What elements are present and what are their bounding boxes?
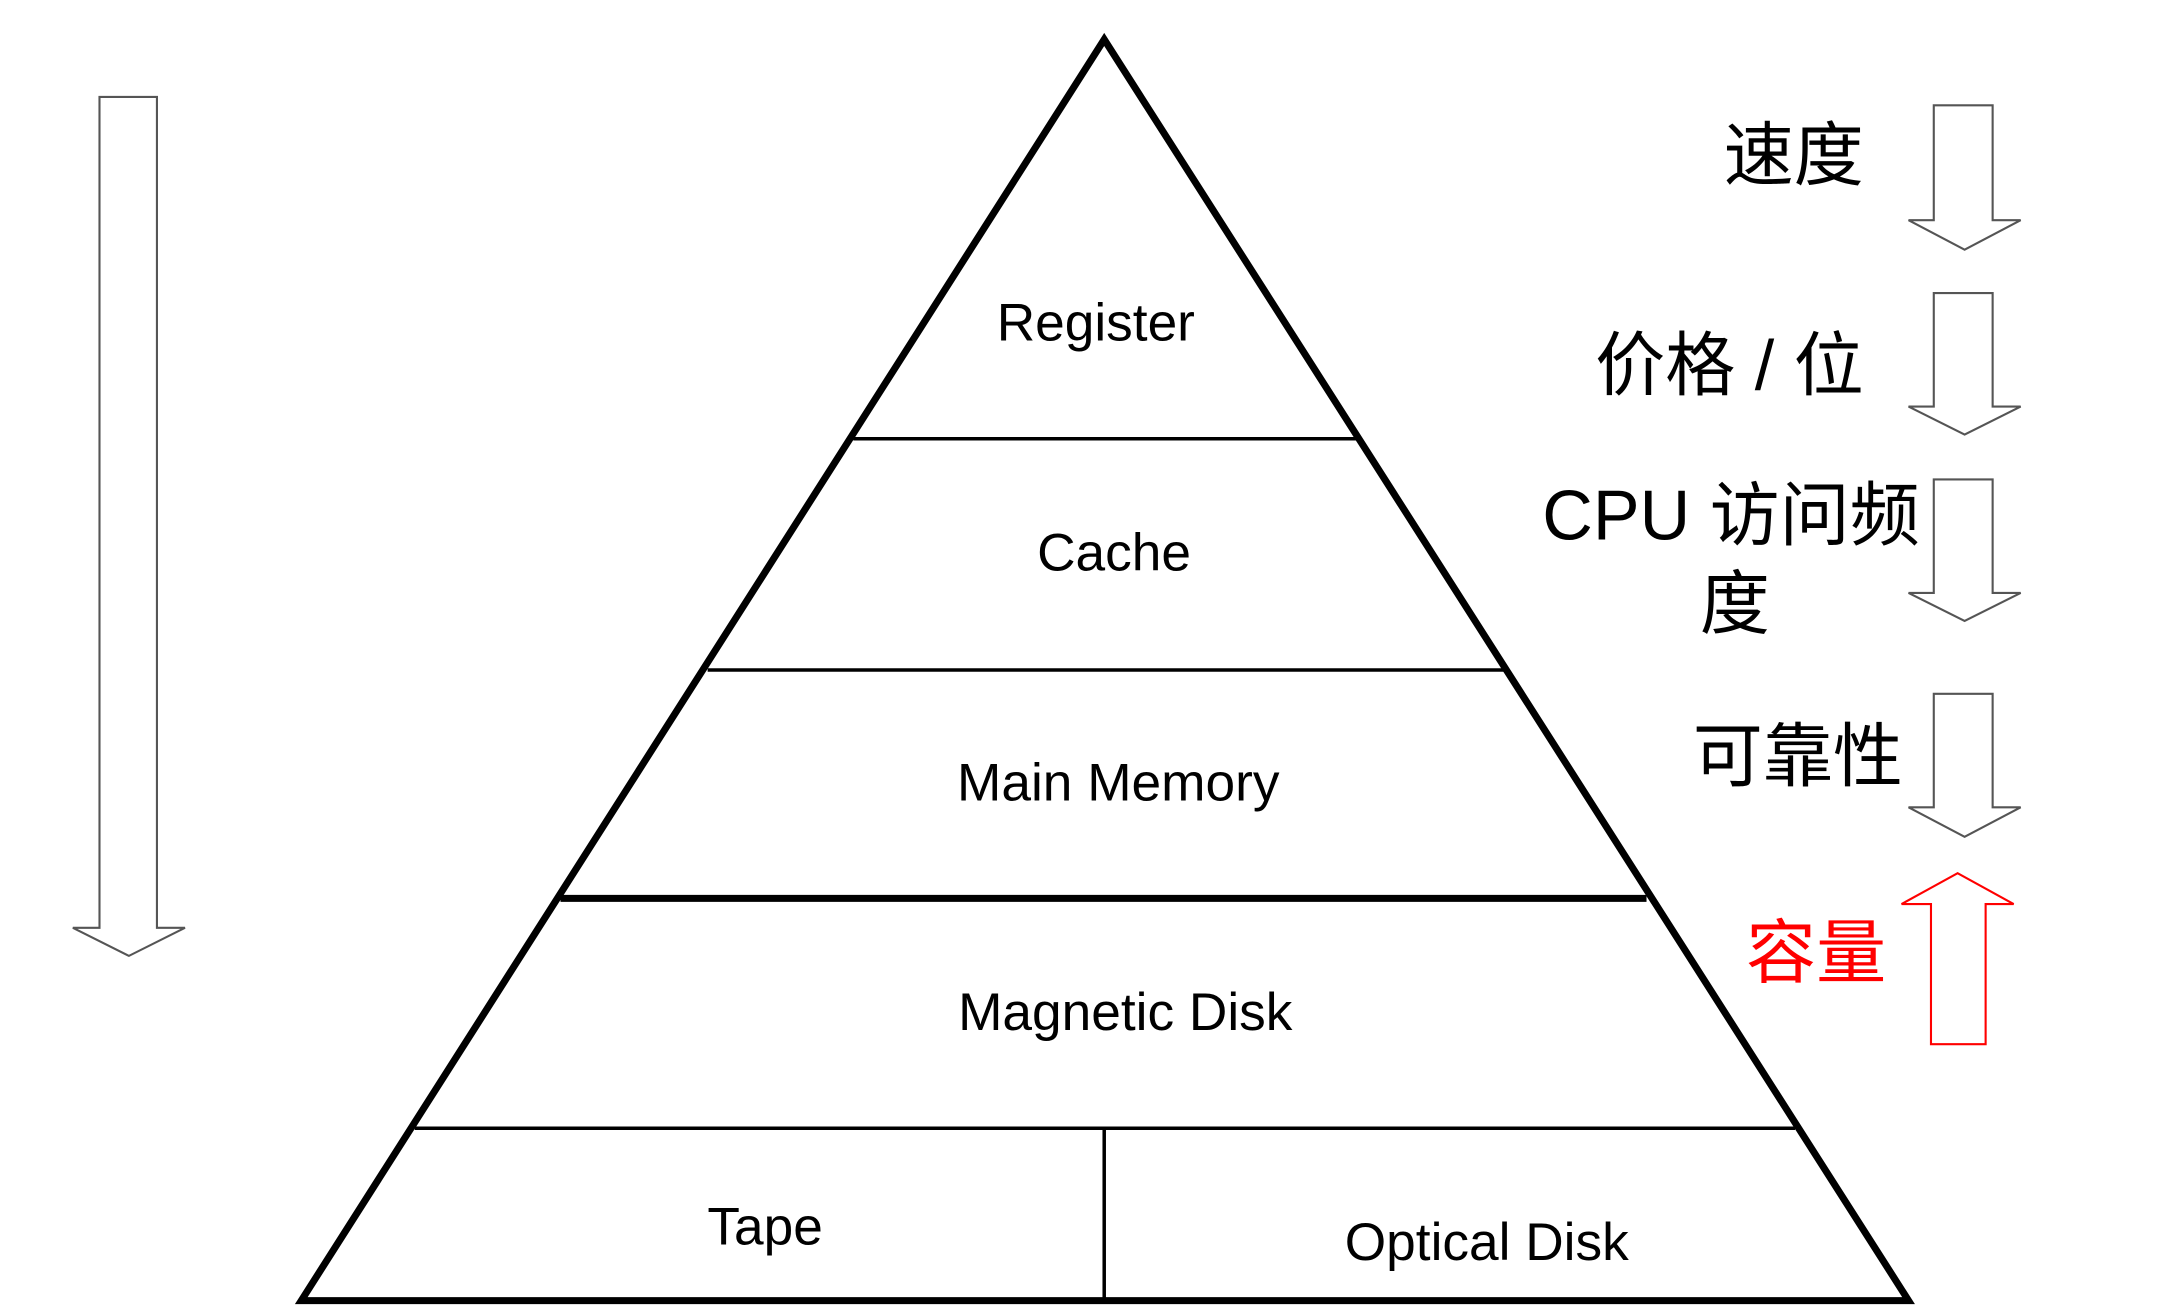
level-cache: Cache bbox=[1037, 524, 1191, 583]
label-cpu-access-1: CPU 访问频 bbox=[1542, 477, 1919, 555]
level-register: Register bbox=[997, 294, 1195, 353]
label-reliability: 可靠性 bbox=[1693, 718, 1903, 796]
level-optical-disk: Optical Disk bbox=[1345, 1213, 1629, 1272]
left-down-arrow bbox=[72, 95, 186, 958]
level-main-memory: Main Memory bbox=[957, 753, 1280, 812]
arrow-down-price bbox=[1908, 292, 2022, 436]
arrow-up-capacity bbox=[1901, 872, 2015, 1046]
label-capacity: 容量 bbox=[1746, 914, 1886, 992]
pyramid bbox=[294, 32, 1915, 1305]
arrow-down-speed bbox=[1908, 104, 2022, 251]
label-speed: 速度 bbox=[1724, 117, 1864, 195]
level-tape: Tape bbox=[707, 1198, 822, 1257]
arrow-down-cpu-access bbox=[1908, 478, 2022, 623]
level-magnetic-disk: Magnetic Disk bbox=[958, 983, 1293, 1042]
label-price-per-bit: 价格 / 位 bbox=[1595, 327, 1864, 405]
label-cpu-access-2: 度 bbox=[1700, 565, 1770, 643]
arrow-down-reliability bbox=[1908, 692, 2022, 838]
